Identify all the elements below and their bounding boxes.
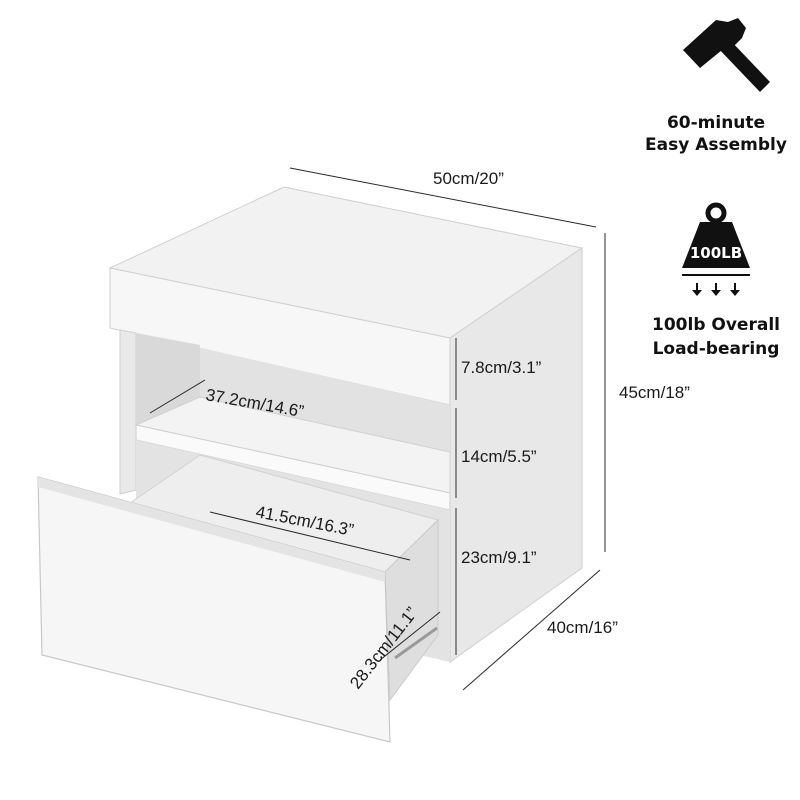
- assembly-line1: 60-minute: [667, 113, 765, 133]
- load-line1: 100lb Overall: [652, 315, 780, 335]
- drawer-front-top-edge: [38, 477, 385, 582]
- shelf-inner-left: [136, 333, 200, 425]
- nightstand-illustration: [37, 186, 584, 743]
- depth-dimension-line: [462, 569, 601, 691]
- dimension-lines: [149, 167, 606, 691]
- weight-badge-text: 100LB: [690, 244, 742, 262]
- width-label: 50cm/20”: [433, 169, 504, 188]
- weight-icon: 100LB: [682, 202, 750, 276]
- assembly-line2: Easy Assembly: [645, 135, 787, 155]
- drawer-slide-rail: [394, 626, 438, 660]
- down-arrows-icon: [692, 283, 740, 296]
- width-dimension-line: [289, 167, 597, 228]
- drawer-front-panel: [37, 476, 391, 743]
- hammer-icon: [683, 18, 770, 92]
- open-shelf-label: 14cm/5.5”: [461, 447, 537, 466]
- height-label: 45cm/18”: [619, 383, 690, 402]
- depth-label: 40cm/16”: [547, 618, 618, 637]
- cabinet-left-side: [119, 329, 137, 495]
- drawer-width-line: [209, 511, 411, 561]
- load-line2: Load-bearing: [653, 339, 780, 359]
- top-panel-label: 7.8cm/3.1”: [461, 358, 542, 377]
- drawer-depth-line: [379, 611, 441, 661]
- drawer-height-label: 23cm/9.1”: [461, 548, 537, 567]
- shelf-depth-line: [149, 379, 206, 414]
